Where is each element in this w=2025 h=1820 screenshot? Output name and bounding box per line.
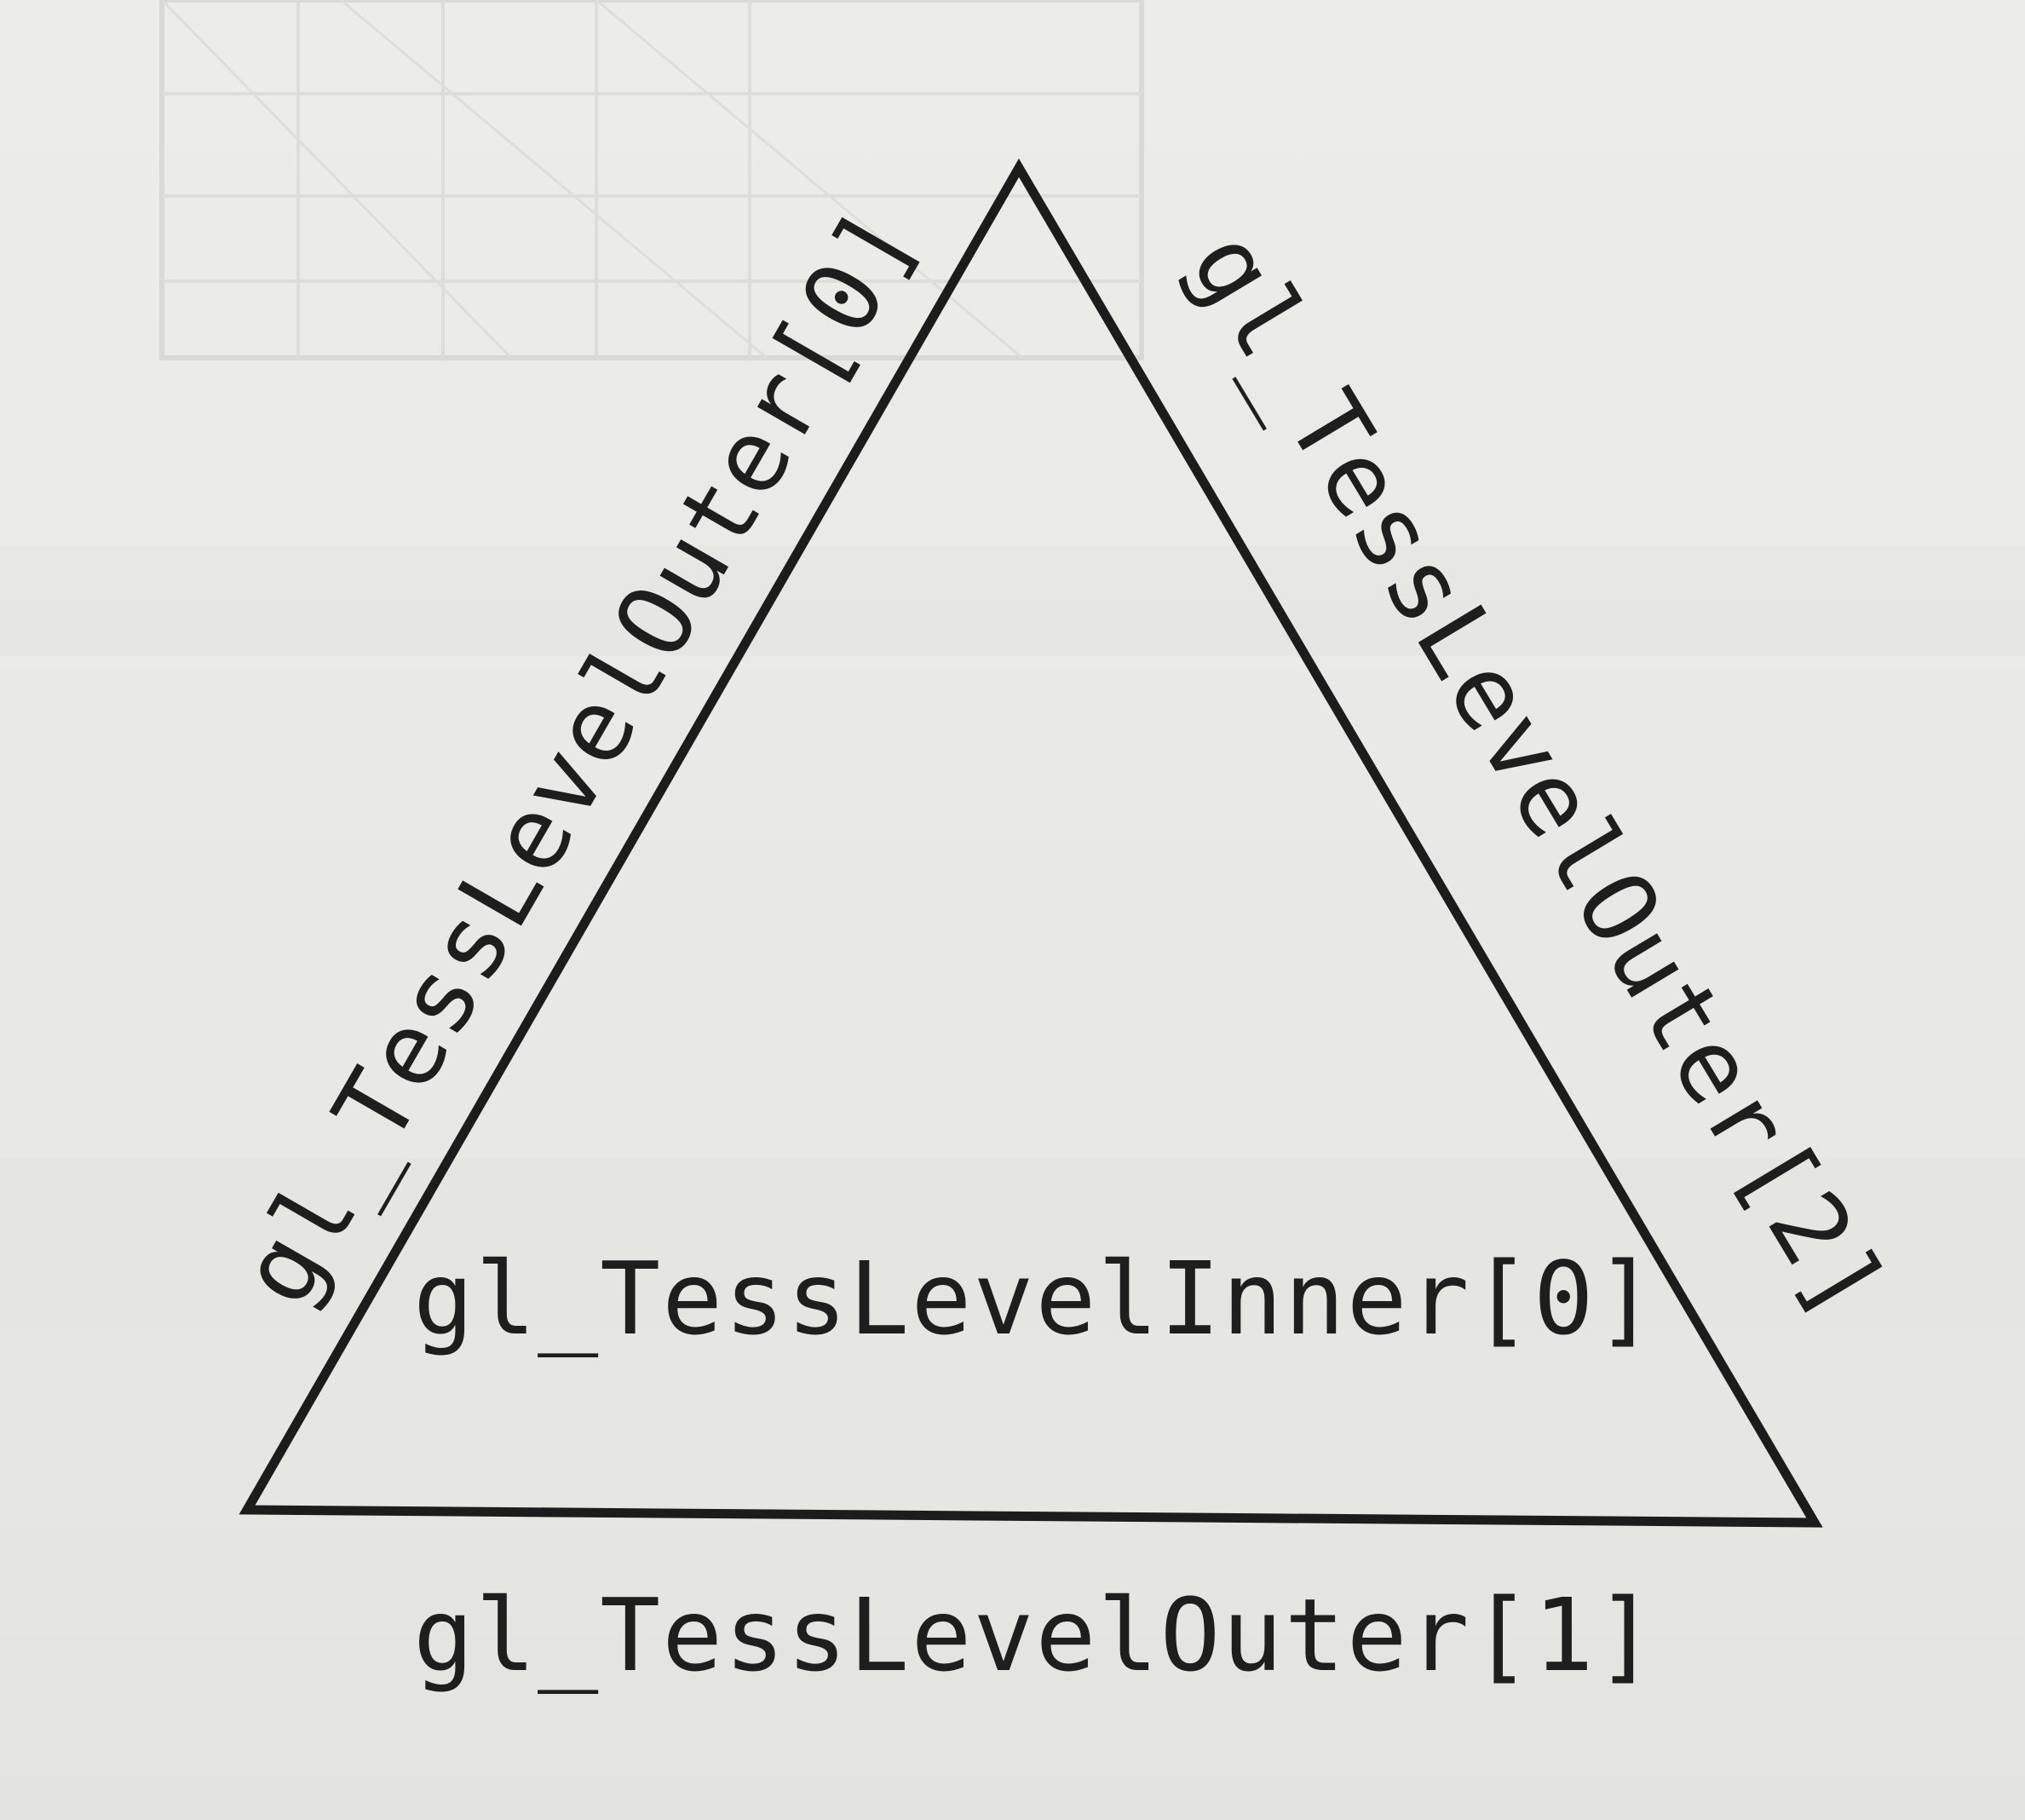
outer-level-1-label: gl_TessLevelOuter[1]: [413, 1576, 1658, 1694]
inner-level-0-label: gl_TessLevelInner[0]: [413, 1240, 1658, 1357]
bleed-through-background: [159, 0, 1144, 360]
triangle-patch: [239, 158, 1823, 1528]
